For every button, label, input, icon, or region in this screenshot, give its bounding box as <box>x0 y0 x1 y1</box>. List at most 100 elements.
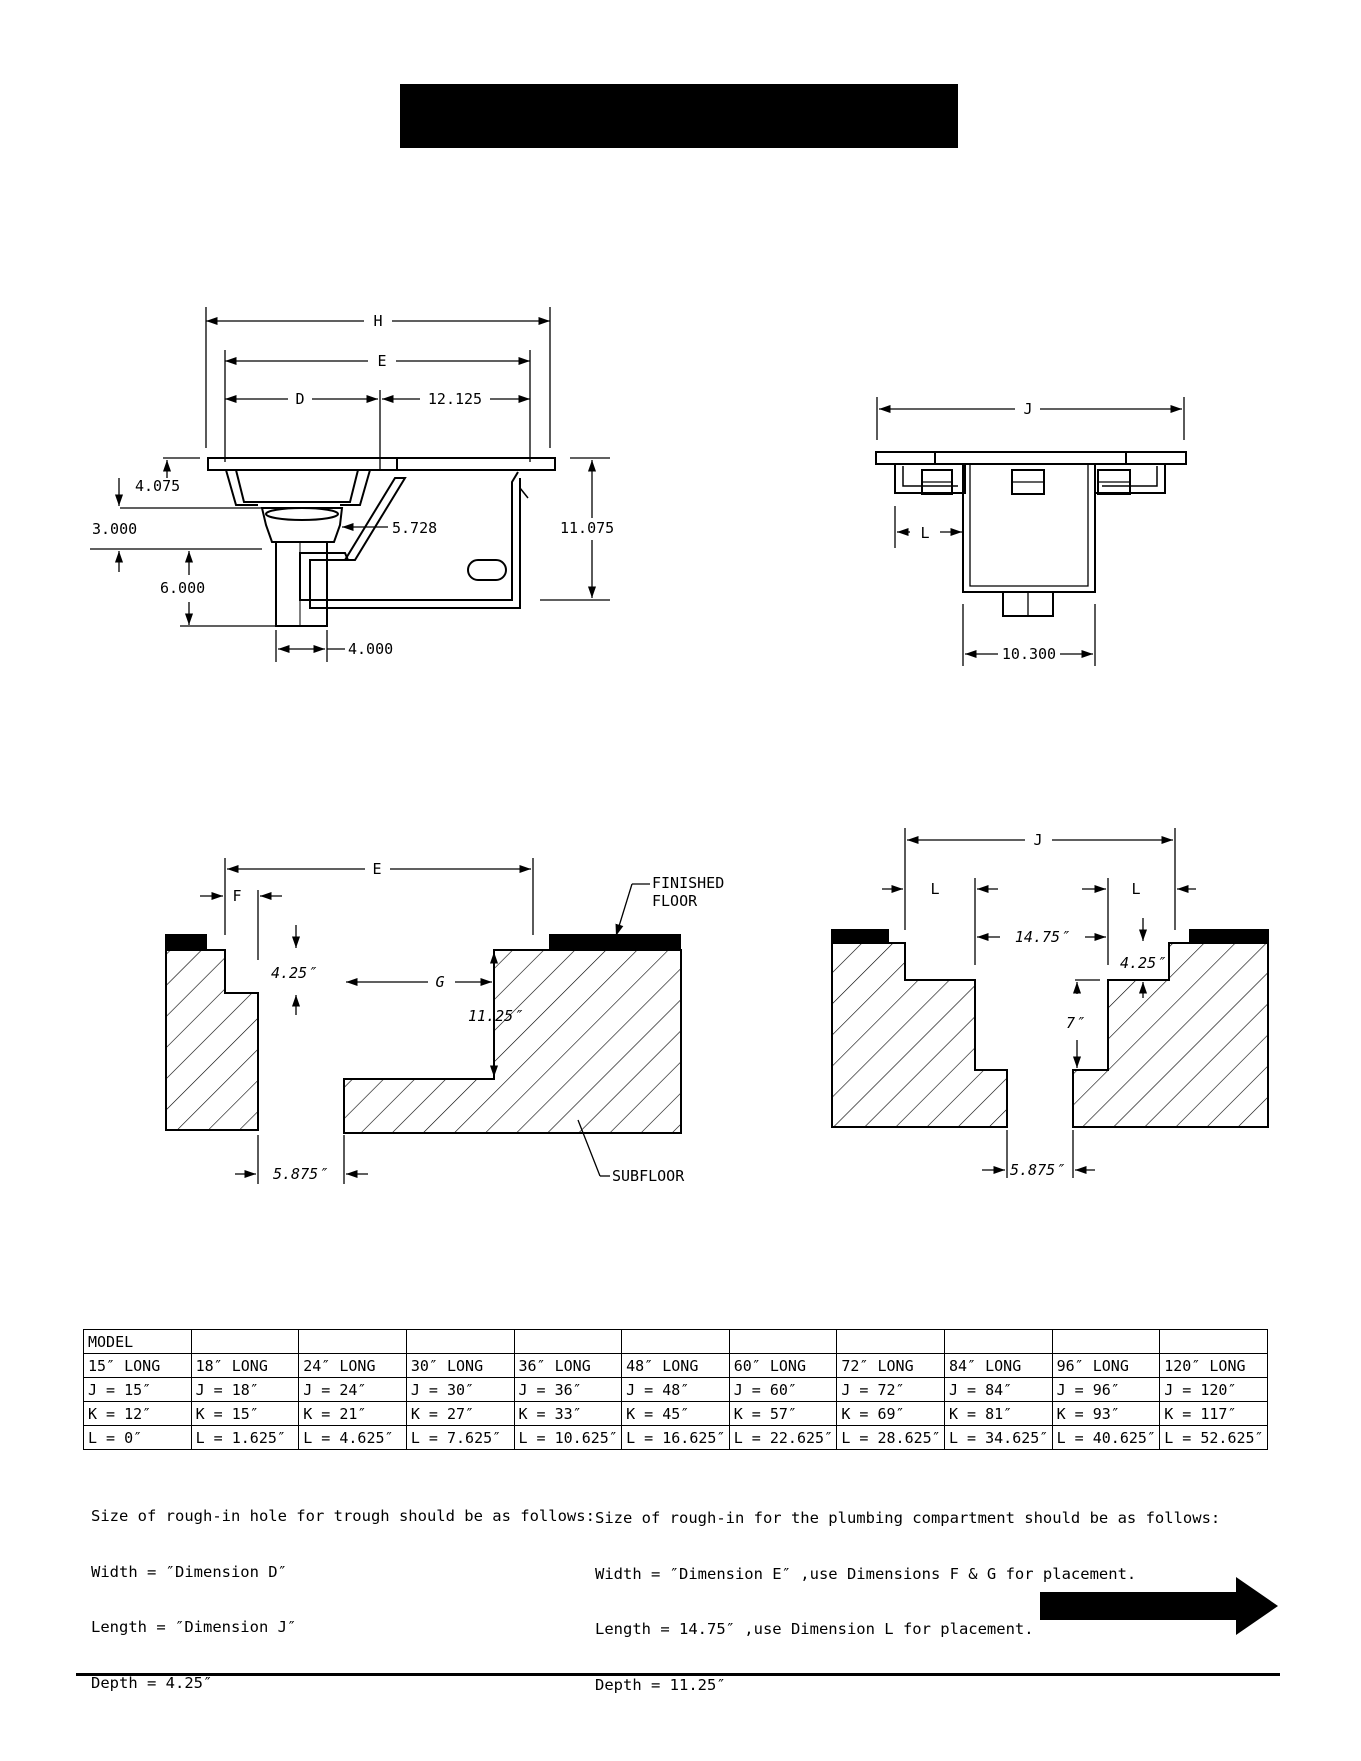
callout-subfloor: SUBFLOOR <box>612 1167 685 1185</box>
dim-E: E <box>377 352 386 370</box>
dim-L-right: L <box>1131 880 1140 898</box>
table-cell: L = 7.625″ <box>405 1425 515 1450</box>
table-cell: 84″ LONG <box>944 1353 1053 1378</box>
dim-J-top: J <box>1023 400 1032 418</box>
rough-in-plumbing-notes: Size of rough-in for the plumbing compar… <box>595 1472 1220 1713</box>
table-cell: K = 57″ <box>728 1401 838 1426</box>
length-rough-in-section <box>831 828 1269 1178</box>
table-cell: J = 36″ <box>513 1377 623 1402</box>
dim-D: D <box>295 390 304 408</box>
table-row: J = 15″J = 18″J = 24″J = 30″J = 36″J = 4… <box>83 1377 1268 1402</box>
table-cell: J = 18″ <box>190 1377 300 1402</box>
dim-7: 7″ <box>1066 1014 1085 1032</box>
note-line: Depth = 11.25″ <box>595 1675 726 1694</box>
note-line: Size of rough-in hole for trough should … <box>91 1507 595 1525</box>
table-cell <box>298 1329 407 1354</box>
table-cell: L = 40.625″ <box>1051 1425 1161 1450</box>
table-cell: 72″ LONG <box>836 1353 945 1378</box>
dim-5-875-right: 5.875″ <box>1010 1161 1065 1179</box>
table-cell: J = 120″ <box>1159 1377 1268 1402</box>
table-cell: MODEL <box>83 1329 192 1354</box>
callout-finished-floor-1: FINISHED <box>652 874 724 892</box>
dim-12-125: 12.125 <box>428 390 482 408</box>
dim-5-728: 5.728 <box>392 519 437 537</box>
table-cell: J = 96″ <box>1051 1377 1161 1402</box>
table-cell: L = 0″ <box>83 1425 192 1450</box>
table-cell <box>513 1329 623 1354</box>
table-cell <box>944 1329 1053 1354</box>
table-cell: J = 72″ <box>836 1377 945 1402</box>
table-cell: L = 16.625″ <box>621 1425 730 1450</box>
table-cell: 15″ LONG <box>83 1353 192 1378</box>
dim-L-top: L <box>920 524 929 542</box>
table-cell: 30″ LONG <box>405 1353 515 1378</box>
note-line: Size of rough-in for the plumbing compar… <box>595 1509 1221 1527</box>
table-cell: 18″ LONG <box>190 1353 300 1378</box>
note-line: Width = ″Dimension D″ <box>91 1562 287 1581</box>
table-cell: 120″ LONG <box>1159 1353 1268 1378</box>
table-cell: K = 12″ <box>83 1401 192 1426</box>
table-cell: 48″ LONG <box>621 1353 730 1378</box>
dim-J-bottom: J <box>1033 831 1042 849</box>
dim-F: F <box>232 887 241 905</box>
table-header-row: MODEL <box>83 1329 1268 1354</box>
table-cell: J = 30″ <box>405 1377 515 1402</box>
table-cell: K = 81″ <box>944 1401 1053 1426</box>
table-cell: L = 22.625″ <box>728 1425 838 1450</box>
floor-rough-in-section <box>165 858 682 1184</box>
note-line: Width = ″Dimension E″ ,use Dimensions F … <box>595 1564 1137 1583</box>
rough-in-trough-notes: Size of rough-in hole for trough should … <box>91 1470 595 1711</box>
dim-10-300: 10.300 <box>1002 645 1056 663</box>
dim-11-25: 11.25″ <box>468 1007 523 1025</box>
table-cell: 96″ LONG <box>1051 1353 1161 1378</box>
table-row: K = 12″K = 15″K = 21″K = 27″K = 33″K = 4… <box>83 1401 1268 1426</box>
table-cell: K = 117″ <box>1159 1401 1268 1426</box>
dim-4-25-left: 4.25″ <box>271 964 317 982</box>
table-cell: 24″ LONG <box>298 1353 407 1378</box>
table-cell <box>405 1329 515 1354</box>
table-cell <box>1159 1329 1268 1354</box>
dim-L-left: L <box>930 880 939 898</box>
table-cell: J = 84″ <box>944 1377 1053 1402</box>
dim-11-075: 11.075 <box>560 519 614 537</box>
dim-3-000: 3.000 <box>92 520 137 538</box>
table-cell: 36″ LONG <box>513 1353 623 1378</box>
table-cell: K = 27″ <box>405 1401 515 1426</box>
table-cell: J = 15″ <box>83 1377 192 1402</box>
next-arrow-icon <box>1040 1577 1278 1635</box>
table-cell: L = 28.625″ <box>836 1425 945 1450</box>
table-cell: L = 52.625″ <box>1159 1425 1268 1450</box>
table-cell: K = 21″ <box>298 1401 407 1426</box>
dim-4-25-right: 4.25″ <box>1120 954 1166 972</box>
dim-H: H <box>373 312 382 330</box>
dim-5-875-left: 5.875″ <box>273 1165 328 1183</box>
table-cell: J = 24″ <box>298 1377 407 1402</box>
table-cell: K = 45″ <box>621 1401 730 1426</box>
table-cell: L = 34.625″ <box>944 1425 1053 1450</box>
table-cell: K = 93″ <box>1051 1401 1161 1426</box>
table-cell <box>836 1329 945 1354</box>
dim-14-75: 14.75″ <box>1015 928 1070 946</box>
table-cell: L = 4.625″ <box>298 1425 407 1450</box>
table-cell: K = 69″ <box>836 1401 945 1426</box>
table-cell: K = 15″ <box>190 1401 300 1426</box>
table-cell <box>1051 1329 1161 1354</box>
table-cell: L = 10.625″ <box>513 1425 623 1450</box>
table-cell: J = 60″ <box>728 1377 838 1402</box>
table-cell <box>190 1329 300 1354</box>
callout-finished-floor-2: FLOOR <box>652 892 698 910</box>
note-line: Length = 14.75″ ,use Dimension L for pla… <box>595 1620 1034 1638</box>
table-cell <box>728 1329 838 1354</box>
end-section-view <box>875 397 1187 666</box>
table-cell: 60″ LONG <box>728 1353 838 1378</box>
dim-G: G <box>435 973 444 991</box>
table-cell: L = 1.625″ <box>190 1425 300 1450</box>
table-cell: J = 48″ <box>621 1377 730 1402</box>
title-bar <box>400 84 958 148</box>
note-line: Length = ″Dimension J″ <box>91 1618 297 1636</box>
dim-E-bottom: E <box>372 860 381 878</box>
bottom-rule <box>76 1673 1280 1676</box>
